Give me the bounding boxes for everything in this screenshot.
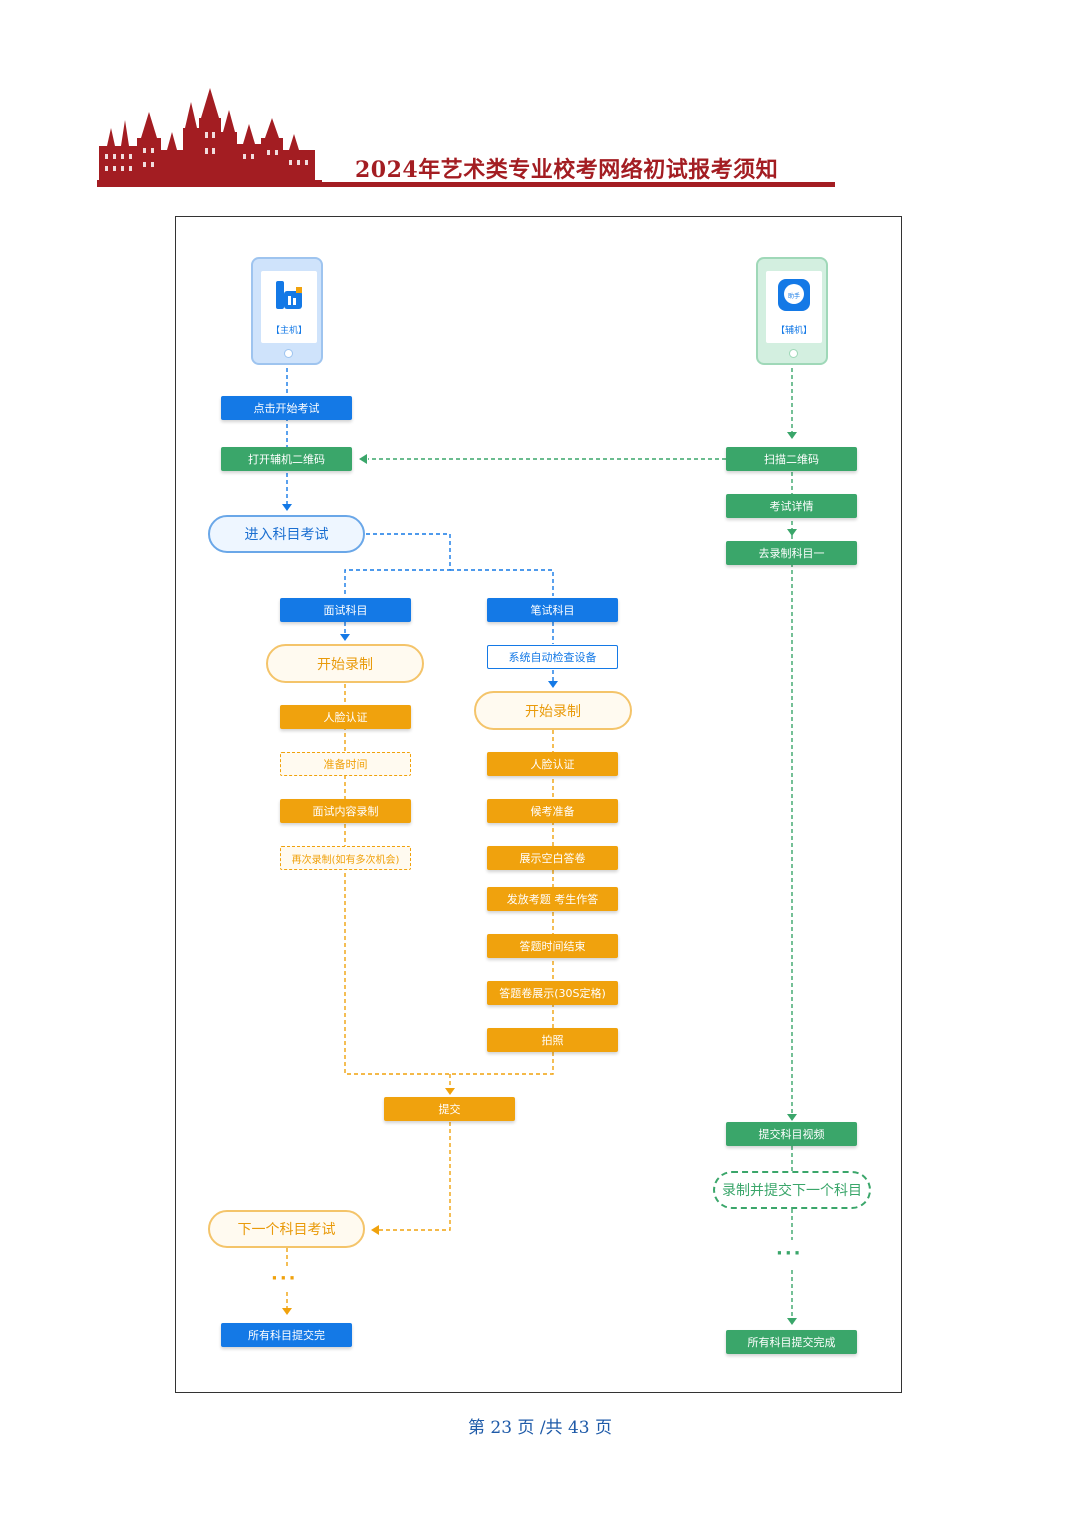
interview-content-recording-step: 面试内容录制 [280, 799, 411, 823]
submit-subject-video-step: 提交科目视频 [726, 1122, 857, 1146]
aux-device-label: 【辅机】 [775, 326, 812, 336]
written-time-end-step: 答题时间结束 [487, 934, 618, 958]
main-device-screen: 【主机】 [261, 271, 317, 343]
written-subject-step: 笔试科目 [487, 598, 618, 622]
main-device-home-button [284, 349, 293, 358]
written-issue-questions-step: 发放考题 考生作答 [487, 887, 618, 911]
enter-subject-exam-step: 进入科目考试 [208, 515, 365, 553]
aux-device-phone: 助手 【辅机】 [756, 257, 828, 365]
written-photo-step: 拍照 [487, 1028, 618, 1052]
header-divider [97, 182, 835, 187]
interview-face-auth-step: 人脸认证 [280, 705, 411, 729]
written-start-recording-step: 开始录制 [474, 691, 632, 730]
main-device-label: 【主机】 [270, 326, 307, 336]
record-submit-next-subject-step: 录制并提交下一个科目 [713, 1171, 871, 1209]
document-title: 2024年艺术类专业校考网络初试报考须知 [355, 157, 779, 183]
assistant-app-logo-icon: 助手 [778, 279, 810, 311]
assistant-icon-face [784, 284, 804, 304]
click-start-exam-step: 点击开始考试 [221, 396, 352, 420]
next-subject-exam-step: 下一个科目考试 [208, 1210, 365, 1248]
assistant-icon-text: 助手 [787, 293, 800, 300]
system-device-check-step: 系统自动检查设备 [487, 645, 618, 669]
open-aux-qr-step: 打开辅机二维码 [221, 447, 352, 471]
all-subjects-submitted-complete-step: 所有科目提交完成 [726, 1330, 857, 1354]
written-show-blank-sheet-step: 展示空白答卷 [487, 846, 618, 870]
main-device-phone: 【主机】 [251, 257, 323, 365]
interview-subject-step: 面试科目 [280, 598, 411, 622]
written-show-answer-sheet-step: 答题卷展示(30S定格) [487, 981, 618, 1005]
main-flow-ellipsis: ··· [271, 1268, 298, 1289]
submit-step: 提交 [384, 1097, 515, 1121]
main-app-logo-icon [276, 281, 302, 309]
scan-qr-step: 扫描二维码 [726, 447, 857, 471]
interview-start-recording-step: 开始录制 [266, 644, 424, 683]
written-candidate-prep-step: 候考准备 [487, 799, 618, 823]
aux-device-screen: 助手 【辅机】 [766, 271, 822, 343]
flowchart-frame [175, 216, 902, 1393]
aux-flow-ellipsis: ··· [776, 1243, 803, 1264]
go-record-first-subject-step: 去录制科目一 [726, 541, 857, 565]
aux-device-home-button [789, 349, 798, 358]
interview-prep-time-step: 准备时间 [280, 752, 411, 776]
exam-details-step: 考试详情 [726, 494, 857, 518]
page-number: 第 23 页 /共 43 页 [467, 1418, 612, 1438]
interview-re-record-step: 再次录制(如有多次机会) [280, 846, 411, 870]
all-subjects-submitted-step: 所有科目提交完 [221, 1323, 352, 1347]
written-face-auth-step: 人脸认证 [487, 752, 618, 776]
